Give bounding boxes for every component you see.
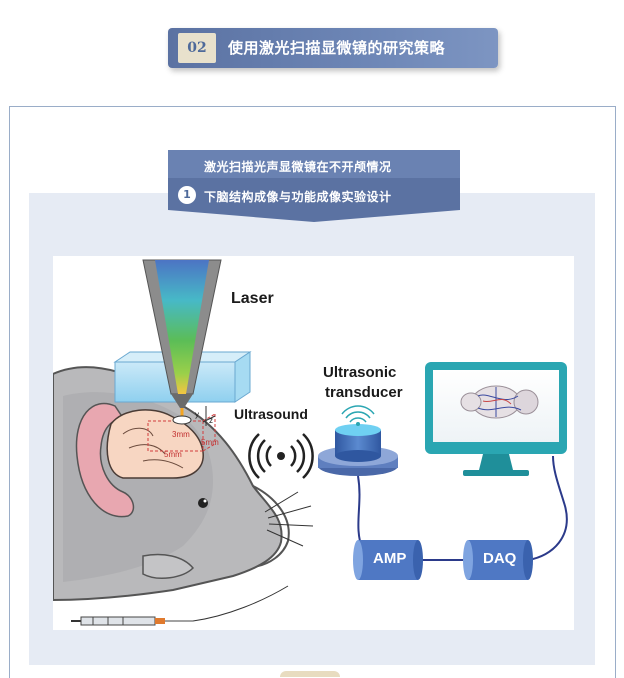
mouse-illustration <box>53 366 314 602</box>
transducer-label-line1: Ultrasonic <box>323 364 397 381</box>
daq-module <box>463 540 533 580</box>
subsection-number: 1 <box>178 186 196 204</box>
dimension-5mm-x: 5mm <box>164 450 182 459</box>
monitor <box>425 362 567 476</box>
laser-label: Laser <box>231 290 274 307</box>
subsection-title-line2: 下脑结构成像与功能成像实验设计 <box>204 190 392 204</box>
amp-module <box>353 540 423 580</box>
laser-objective <box>142 259 222 425</box>
subsection-title-line1: 激光扫描光声显微镜在不开颅情况 <box>204 160 392 174</box>
diagram-graphics <box>53 259 568 626</box>
section-title: 使用激光扫描显微镜的研究策略 <box>228 39 446 57</box>
daq-label: DAQ <box>483 550 517 567</box>
axis-y-label: y <box>195 410 199 419</box>
bottom-decoration <box>280 671 340 677</box>
ultrasound-waves-icon <box>248 433 314 479</box>
ultrasonic-transducer <box>318 405 398 476</box>
section-header: 02 使用激光扫描显微镜的研究策略 <box>168 28 498 68</box>
dimension-3mm: 3mm <box>172 430 190 439</box>
section-number: 02 <box>178 33 216 63</box>
amp-label: AMP <box>373 550 407 567</box>
ultrasound-label: Ultrasound <box>234 406 308 422</box>
subsection-ribbon <box>168 150 460 222</box>
transducer-label-line2: transducer <box>325 384 403 401</box>
syringe-icon <box>71 585 289 626</box>
axis-z-label: z <box>209 416 213 425</box>
dimension-5mm-y: 5mm <box>201 438 219 447</box>
experiment-diagram: Laser Ultrasound Ultrasonic transducer A… <box>53 256 574 630</box>
